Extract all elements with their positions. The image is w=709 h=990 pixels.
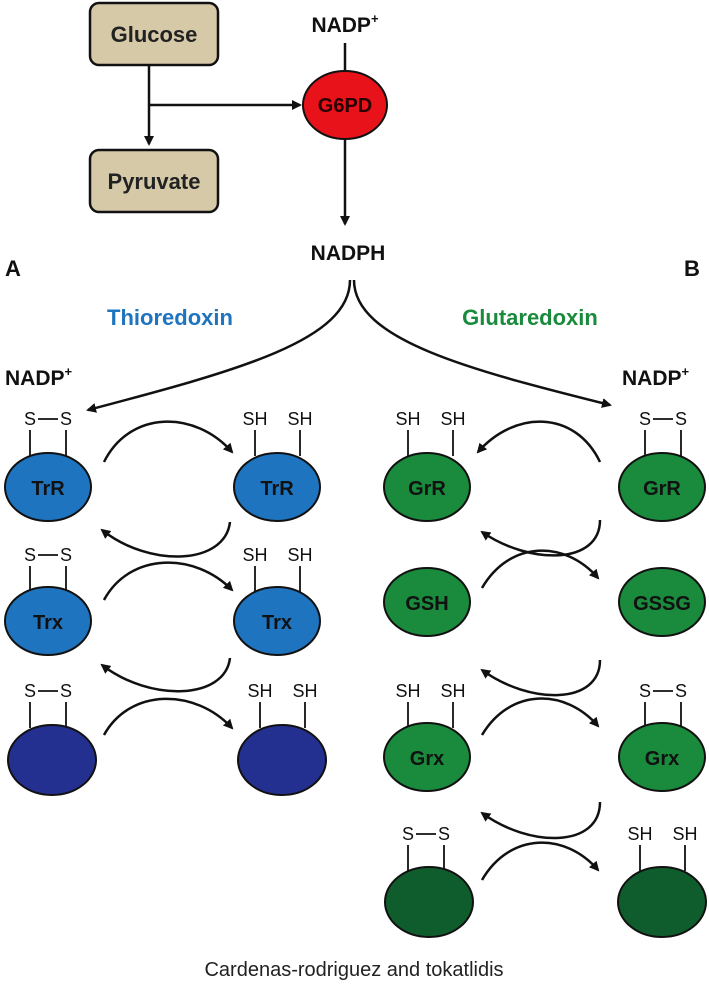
- svg-text:S: S: [402, 824, 414, 844]
- panel-a-letter: A: [5, 256, 21, 281]
- svg-text:SH: SH: [247, 681, 272, 701]
- pyruvate-box: [88, 148, 220, 214]
- trr-reduced-label: TrR: [260, 478, 294, 500]
- substrate-a-reduction-arc: [102, 697, 234, 736]
- trr-oxidized: [4, 452, 92, 522]
- nadp-top-label: NADP+: [311, 11, 379, 37]
- grr-oxidized-label: GrR: [643, 478, 681, 500]
- grx-reduced-thiols: SH SH: [395, 681, 466, 728]
- nadph-label: NADPH: [311, 242, 386, 265]
- substrate-a-reduced: [237, 724, 327, 796]
- svg-text:SH: SH: [440, 681, 465, 701]
- panel-a-nadp-label: NADP+: [5, 364, 73, 390]
- svg-text:S: S: [24, 545, 36, 565]
- trx-oxidized-label: Trx: [33, 612, 63, 634]
- substrate-a-oxidized-disulfide: S S: [24, 681, 72, 728]
- svg-text:S: S: [24, 409, 36, 429]
- nadph-to-thioredoxin-curve: [86, 279, 352, 413]
- svg-text:SH: SH: [287, 409, 312, 429]
- trr-reduced-thiols: SH SH: [242, 409, 313, 456]
- svg-text:S: S: [24, 681, 36, 701]
- substrate-b-reduced: [617, 866, 707, 938]
- grr-oxidation-arc: [480, 519, 602, 557]
- gssg: [618, 567, 706, 637]
- pyruvate-label: Pyruvate: [108, 169, 201, 194]
- svg-text:S: S: [438, 824, 450, 844]
- svg-text:SH: SH: [292, 681, 317, 701]
- grx-oxidized-label: Grx: [645, 748, 679, 770]
- grx-reduced-label: Grx: [410, 748, 444, 770]
- grx-oxidized: [618, 722, 706, 792]
- glucose-box: [88, 1, 220, 67]
- grx-oxidation-arc: [480, 697, 600, 736]
- substrate-a-reduced-thiols: SH SH: [247, 681, 318, 728]
- trr-oxidized-disulfide: S S: [24, 409, 72, 456]
- panel-b-letter: B: [684, 256, 700, 281]
- trx-reduction-arc: [102, 561, 234, 601]
- svg-text:SH: SH: [395, 409, 420, 429]
- trx-oxidized-disulfide: S S: [24, 545, 72, 592]
- svg-text:S: S: [60, 545, 72, 565]
- gsh-label: GSH: [405, 593, 448, 615]
- svg-text:S: S: [60, 681, 72, 701]
- trx-oxidized: [4, 586, 92, 656]
- grr-reduced-thiols: SH SH: [395, 409, 466, 456]
- svg-text:S: S: [60, 409, 72, 429]
- trr-oxidation-arc: [100, 521, 232, 558]
- svg-text:SH: SH: [395, 681, 420, 701]
- grx-reduction-arc: [480, 801, 602, 840]
- substrate-a-oxidized: [7, 724, 97, 796]
- trx-reduced-label: Trx: [262, 612, 292, 634]
- thioredoxin-title: Thioredoxin: [107, 305, 233, 330]
- grr-reduction-arc: [476, 420, 602, 463]
- substrate-b-oxidized: [384, 866, 474, 938]
- gsh: [383, 567, 471, 637]
- gssg-label: GSSG: [633, 593, 691, 615]
- gssg-formation-arc: [480, 549, 600, 589]
- nadph-to-glutaredoxin-curve: [352, 279, 612, 408]
- svg-text:S: S: [639, 681, 651, 701]
- grx-reduced: [383, 722, 471, 792]
- g6pd-enzyme: [302, 70, 388, 140]
- grr-oxidized-disulfide: S S: [639, 409, 687, 456]
- grr-reduced: [383, 452, 471, 522]
- svg-text:SH: SH: [242, 409, 267, 429]
- svg-text:SH: SH: [672, 824, 697, 844]
- svg-text:SH: SH: [242, 545, 267, 565]
- g6pd-label: G6PD: [318, 95, 372, 117]
- trr-reduction-arc: [102, 420, 234, 463]
- svg-text:SH: SH: [287, 545, 312, 565]
- substrate-b-reduction-arc: [480, 841, 600, 881]
- gsh-oxidation-arc: [480, 659, 602, 697]
- trr-oxidized-label: TrR: [31, 478, 65, 500]
- trr-reduced: [233, 452, 321, 522]
- glucose-label: Glucose: [111, 22, 198, 47]
- substrate-b-reduced-thiols: SH SH: [627, 824, 698, 871]
- trx-oxidation-arc: [100, 657, 232, 693]
- svg-text:SH: SH: [627, 824, 652, 844]
- grr-reduced-label: GrR: [408, 478, 446, 500]
- svg-text:S: S: [639, 409, 651, 429]
- panel-b-nadp-label: NADP+: [622, 364, 690, 390]
- grx-oxidized-disulfide: S S: [639, 681, 687, 728]
- svg-text:S: S: [675, 681, 687, 701]
- glutaredoxin-title: Glutaredoxin: [462, 305, 598, 330]
- trx-reduced: [233, 586, 321, 656]
- substrate-b-oxidized-disulfide: S S: [402, 824, 450, 871]
- trx-reduced-thiols: SH SH: [242, 545, 313, 592]
- figure-credit: Cardenas-rodriguez and tokatlidis: [204, 959, 503, 981]
- svg-text:S: S: [675, 409, 687, 429]
- grr-oxidized: [618, 452, 706, 522]
- svg-text:SH: SH: [440, 409, 465, 429]
